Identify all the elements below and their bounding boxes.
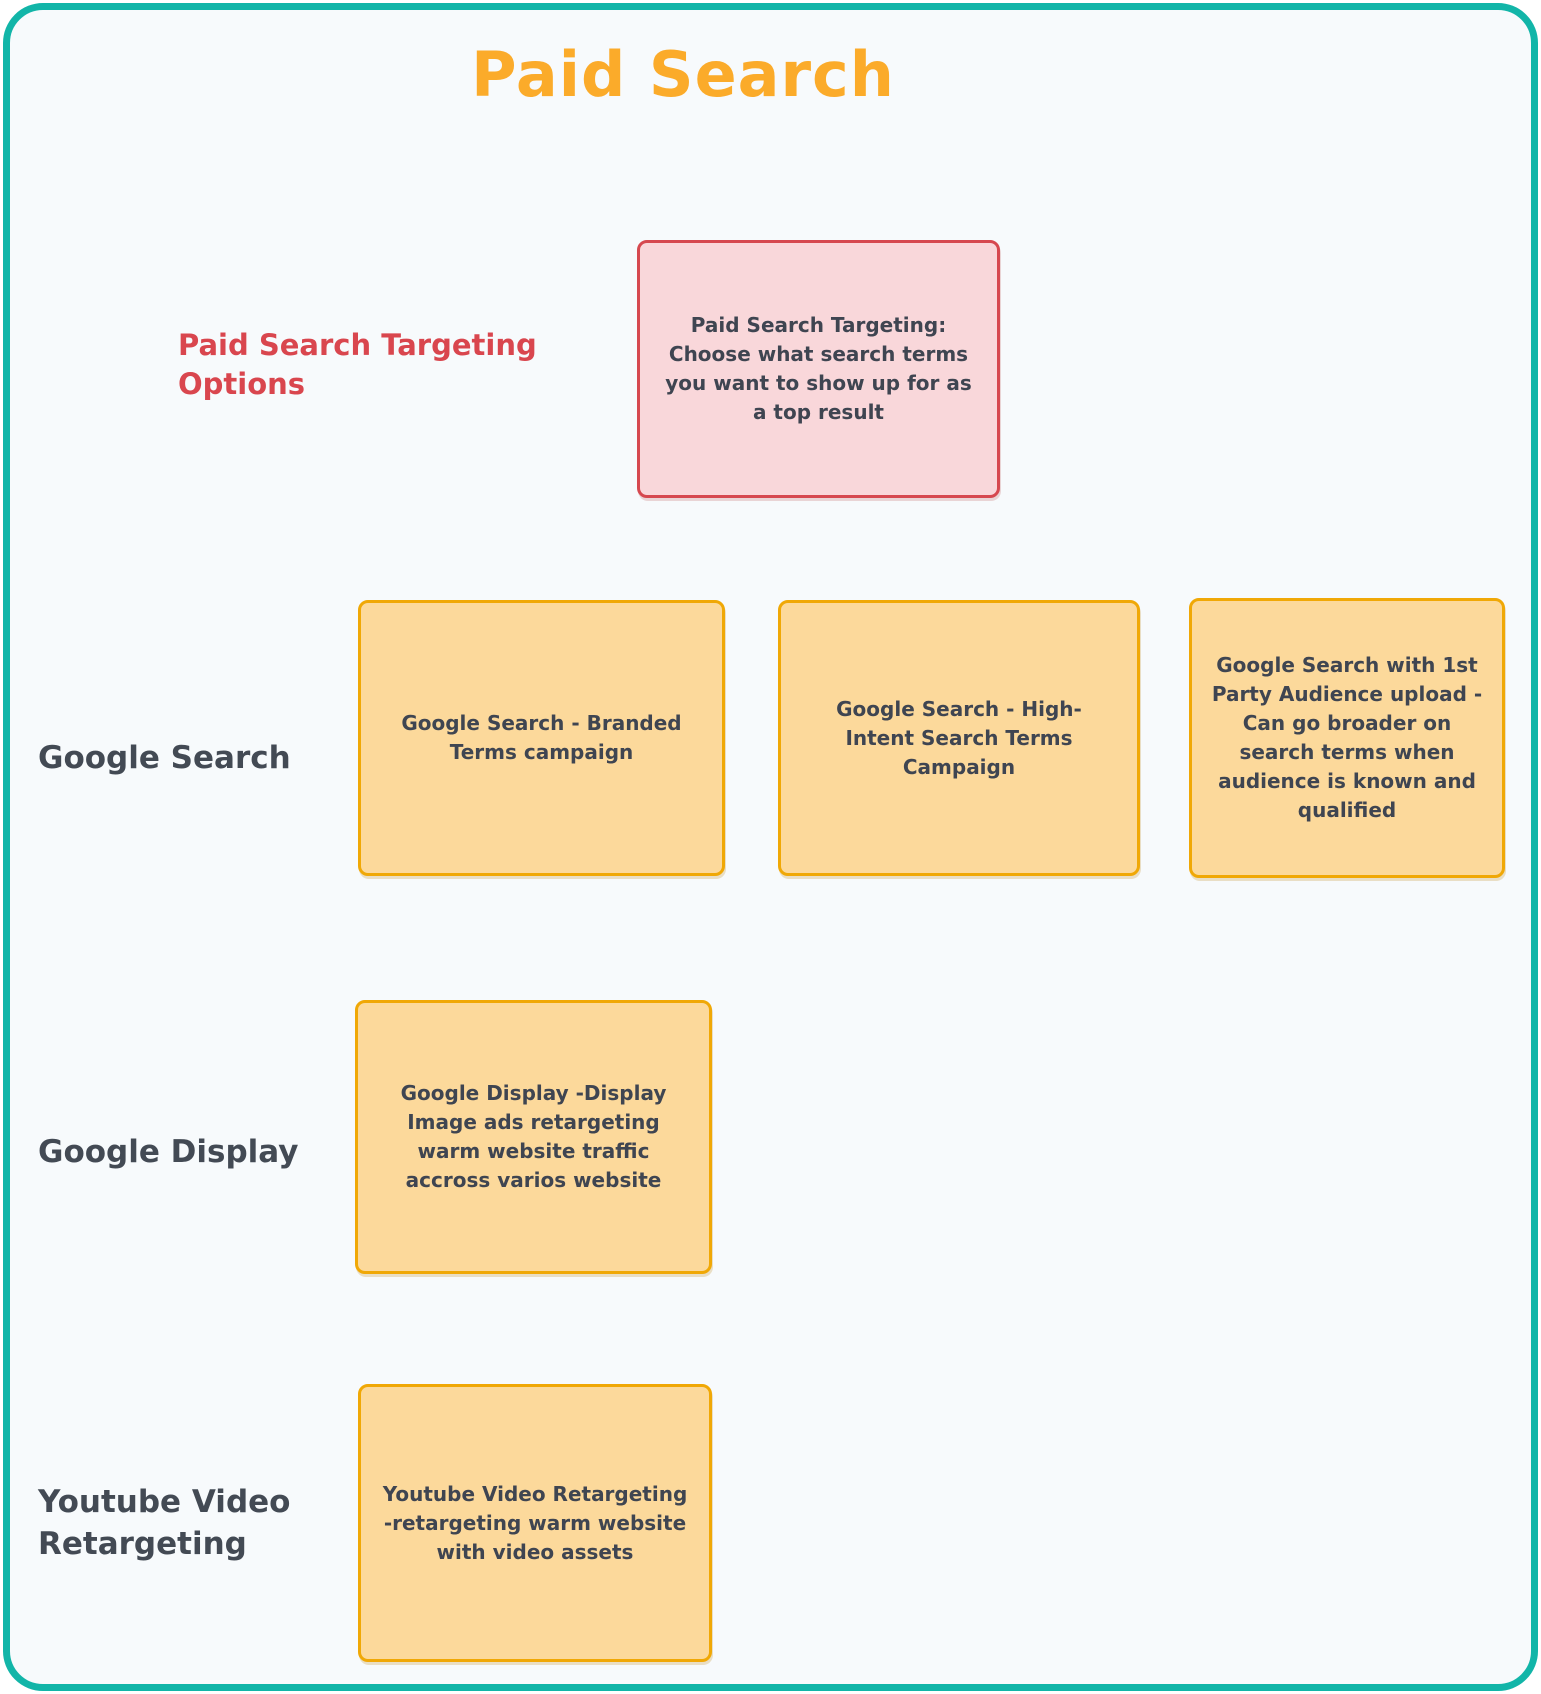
sticky-note-paid-search-targeting[interactable]: Paid Search Targeting: Choose what searc… <box>637 240 1000 498</box>
sticky-note-1st-party-audience[interactable]: Google Search with 1st Party Audience up… <box>1189 598 1505 878</box>
row-label-google-display[interactable]: Google Display <box>38 1134 299 1170</box>
targeting-options-label[interactable]: Paid Search Targeting Options <box>178 328 537 402</box>
row-label-youtube-video-retargeting[interactable]: Youtube Video Retargeting <box>38 1484 291 1562</box>
sticky-note-high-intent[interactable]: Google Search - High- Intent Search Term… <box>778 600 1140 876</box>
row-label-google-search[interactable]: Google Search <box>38 740 291 776</box>
sticky-note-google-display[interactable]: Google Display -Display Image ads retarg… <box>355 1000 712 1274</box>
board-title[interactable]: Paid Search <box>471 38 895 111</box>
sticky-note-branded-terms[interactable]: Google Search - Branded Terms campaign <box>358 600 725 876</box>
sticky-note-youtube-retargeting[interactable]: Youtube Video Retargeting -retargeting w… <box>358 1384 712 1662</box>
